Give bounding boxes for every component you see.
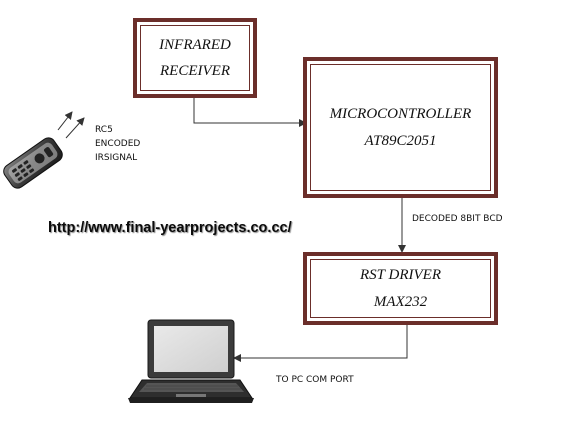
to-pc-com-port-label: TO PC COM PORT [276, 375, 354, 385]
laptop-icon [128, 319, 254, 403]
rs232-driver-line1: RST DRIVER [360, 267, 441, 284]
decoded-bcd-label: DECODED 8BIT BCD [412, 214, 503, 224]
microcontroller-block: MICROCONTROLLER AT89C2051 [303, 57, 498, 198]
infrared-receiver-line1: INFRARED [159, 36, 231, 53]
rs232-driver-line2: MAX232 [373, 293, 428, 310]
infrared-receiver-line2: RECEIVER [160, 63, 230, 79]
connector-receiver-to-mcu [193, 98, 307, 127]
website-url[interactable]: http://www.final-yearprojects.co.cc/ [48, 220, 292, 236]
microcontroller-line1: MICROCONTROLLER [329, 106, 472, 123]
microcontroller-line2: AT89C2051 [364, 132, 437, 149]
rc5-label-line1: RC5 [95, 125, 113, 135]
connector-driver-to-pc [233, 325, 408, 362]
remote-control-icon [3, 137, 63, 189]
rs232-driver-block: RST DRIVER MAX232 [303, 252, 498, 325]
rc5-label-line2: ENCODED [95, 138, 141, 149]
rc5-signal-label: RC5 ENCODED IRSIGNAL [95, 124, 140, 166]
infrared-receiver-block: INFRARED RECEIVER [133, 18, 257, 98]
ir-signal-arrows-icon [57, 111, 85, 139]
rc5-label-line3: IRSIGNAL [95, 152, 138, 163]
